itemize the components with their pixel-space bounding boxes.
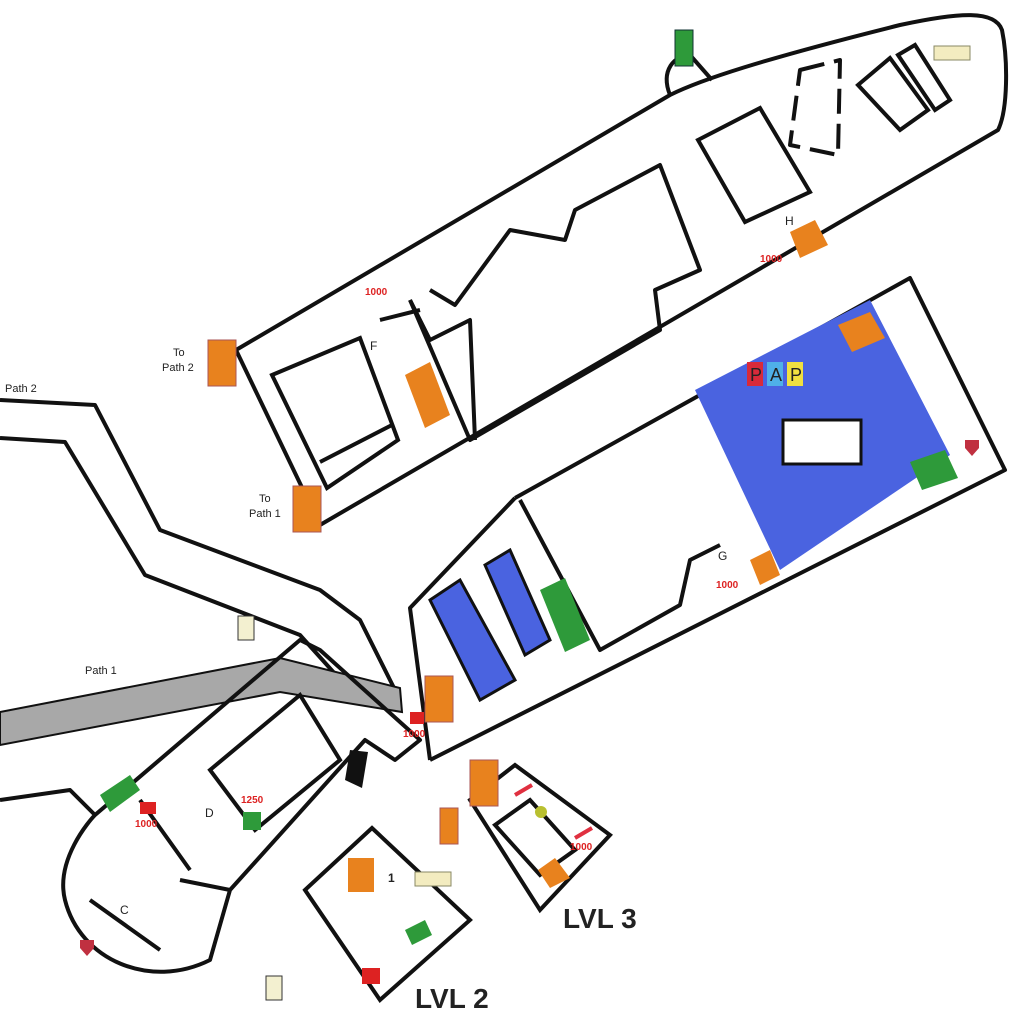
wall xyxy=(319,423,393,464)
mine-icon[interactable] xyxy=(265,975,283,1001)
area-h-label: H xyxy=(785,214,794,228)
wallbuy-icon[interactable] xyxy=(243,812,261,830)
upper-hull xyxy=(234,13,1009,527)
door-cost: 1000 xyxy=(365,287,388,298)
teleporter-to-path1[interactable] xyxy=(292,485,322,533)
middle-block xyxy=(429,276,1007,762)
pap-logo-p2 xyxy=(787,362,803,386)
stairs-green[interactable] xyxy=(100,775,140,812)
room xyxy=(695,105,813,225)
door-cost: 1000 xyxy=(716,580,739,591)
stairs-green[interactable] xyxy=(405,920,432,945)
lvl2-label: LVL 2 xyxy=(415,983,489,1014)
shield-icon xyxy=(965,440,979,456)
pap-logo-p1 xyxy=(747,362,763,386)
box-icon[interactable] xyxy=(348,858,374,892)
stairs-orange[interactable] xyxy=(838,312,885,352)
wallbuy-icon[interactable] xyxy=(933,45,971,61)
teleporter-center[interactable] xyxy=(424,675,454,723)
room xyxy=(895,42,953,113)
pap-machine[interactable] xyxy=(781,418,863,466)
door[interactable] xyxy=(573,826,594,840)
mine-icon[interactable] xyxy=(237,615,255,641)
door-cost: 1000 xyxy=(403,729,426,740)
stairs-green[interactable] xyxy=(910,450,958,490)
lightbulb-icon xyxy=(535,806,547,818)
path1-corridor xyxy=(0,436,347,687)
perk-icon[interactable] xyxy=(362,968,380,984)
stairs-orange[interactable] xyxy=(750,550,780,585)
teleporter-lvl3[interactable] xyxy=(469,759,499,807)
door-cost: 1000 xyxy=(570,842,593,853)
marker-one: 1 xyxy=(388,871,395,885)
area-d-label: D xyxy=(205,806,214,820)
dark-stairs xyxy=(345,750,368,788)
stairs-orange[interactable] xyxy=(538,858,570,888)
pap-text: P xyxy=(750,365,762,385)
shield-icon xyxy=(80,940,94,956)
wall xyxy=(788,58,842,157)
lvl2-room xyxy=(302,825,473,1004)
perk-icon[interactable] xyxy=(410,712,424,724)
to-path2-label: Path 2 xyxy=(162,362,194,374)
room xyxy=(855,55,931,133)
box-icon[interactable] xyxy=(439,807,459,845)
room xyxy=(207,691,343,833)
wall xyxy=(379,308,421,322)
room xyxy=(269,335,401,491)
lvl3-label: LVL 3 xyxy=(563,903,637,934)
to-path2-label: To xyxy=(173,347,185,359)
path1-label: Path 1 xyxy=(85,665,117,677)
spawn-area xyxy=(0,638,422,974)
door[interactable] xyxy=(513,783,534,797)
perk-icon[interactable] xyxy=(140,802,156,814)
wallbuy-icon[interactable] xyxy=(414,871,452,887)
pap-text: P xyxy=(790,365,802,385)
room xyxy=(492,797,578,878)
pool xyxy=(483,547,552,658)
door-cost: 1000 xyxy=(760,254,783,265)
path2-label: Path 2 xyxy=(5,383,37,395)
wall xyxy=(88,798,231,952)
pap-logo-a xyxy=(767,362,783,386)
door-cost: 1000 xyxy=(135,819,158,830)
teleporter-to-path2[interactable] xyxy=(207,339,237,387)
pap-text: A xyxy=(770,365,782,385)
wall xyxy=(408,163,702,442)
stairs-orange[interactable] xyxy=(405,362,450,428)
to-path1-label: Path 1 xyxy=(249,508,281,520)
wallbuy-cost: 1250 xyxy=(241,795,264,806)
pool xyxy=(428,577,518,703)
area-c-label: C xyxy=(120,903,129,917)
stairs-green[interactable] xyxy=(540,578,590,652)
wall xyxy=(408,496,517,761)
to-path1-label: To xyxy=(259,493,271,505)
path2-corridor xyxy=(0,398,402,701)
area-f-label: F xyxy=(370,339,377,353)
area-g-label: G xyxy=(718,549,727,563)
power-switch-icon[interactable] xyxy=(674,29,694,67)
stairs-orange[interactable] xyxy=(790,220,828,258)
